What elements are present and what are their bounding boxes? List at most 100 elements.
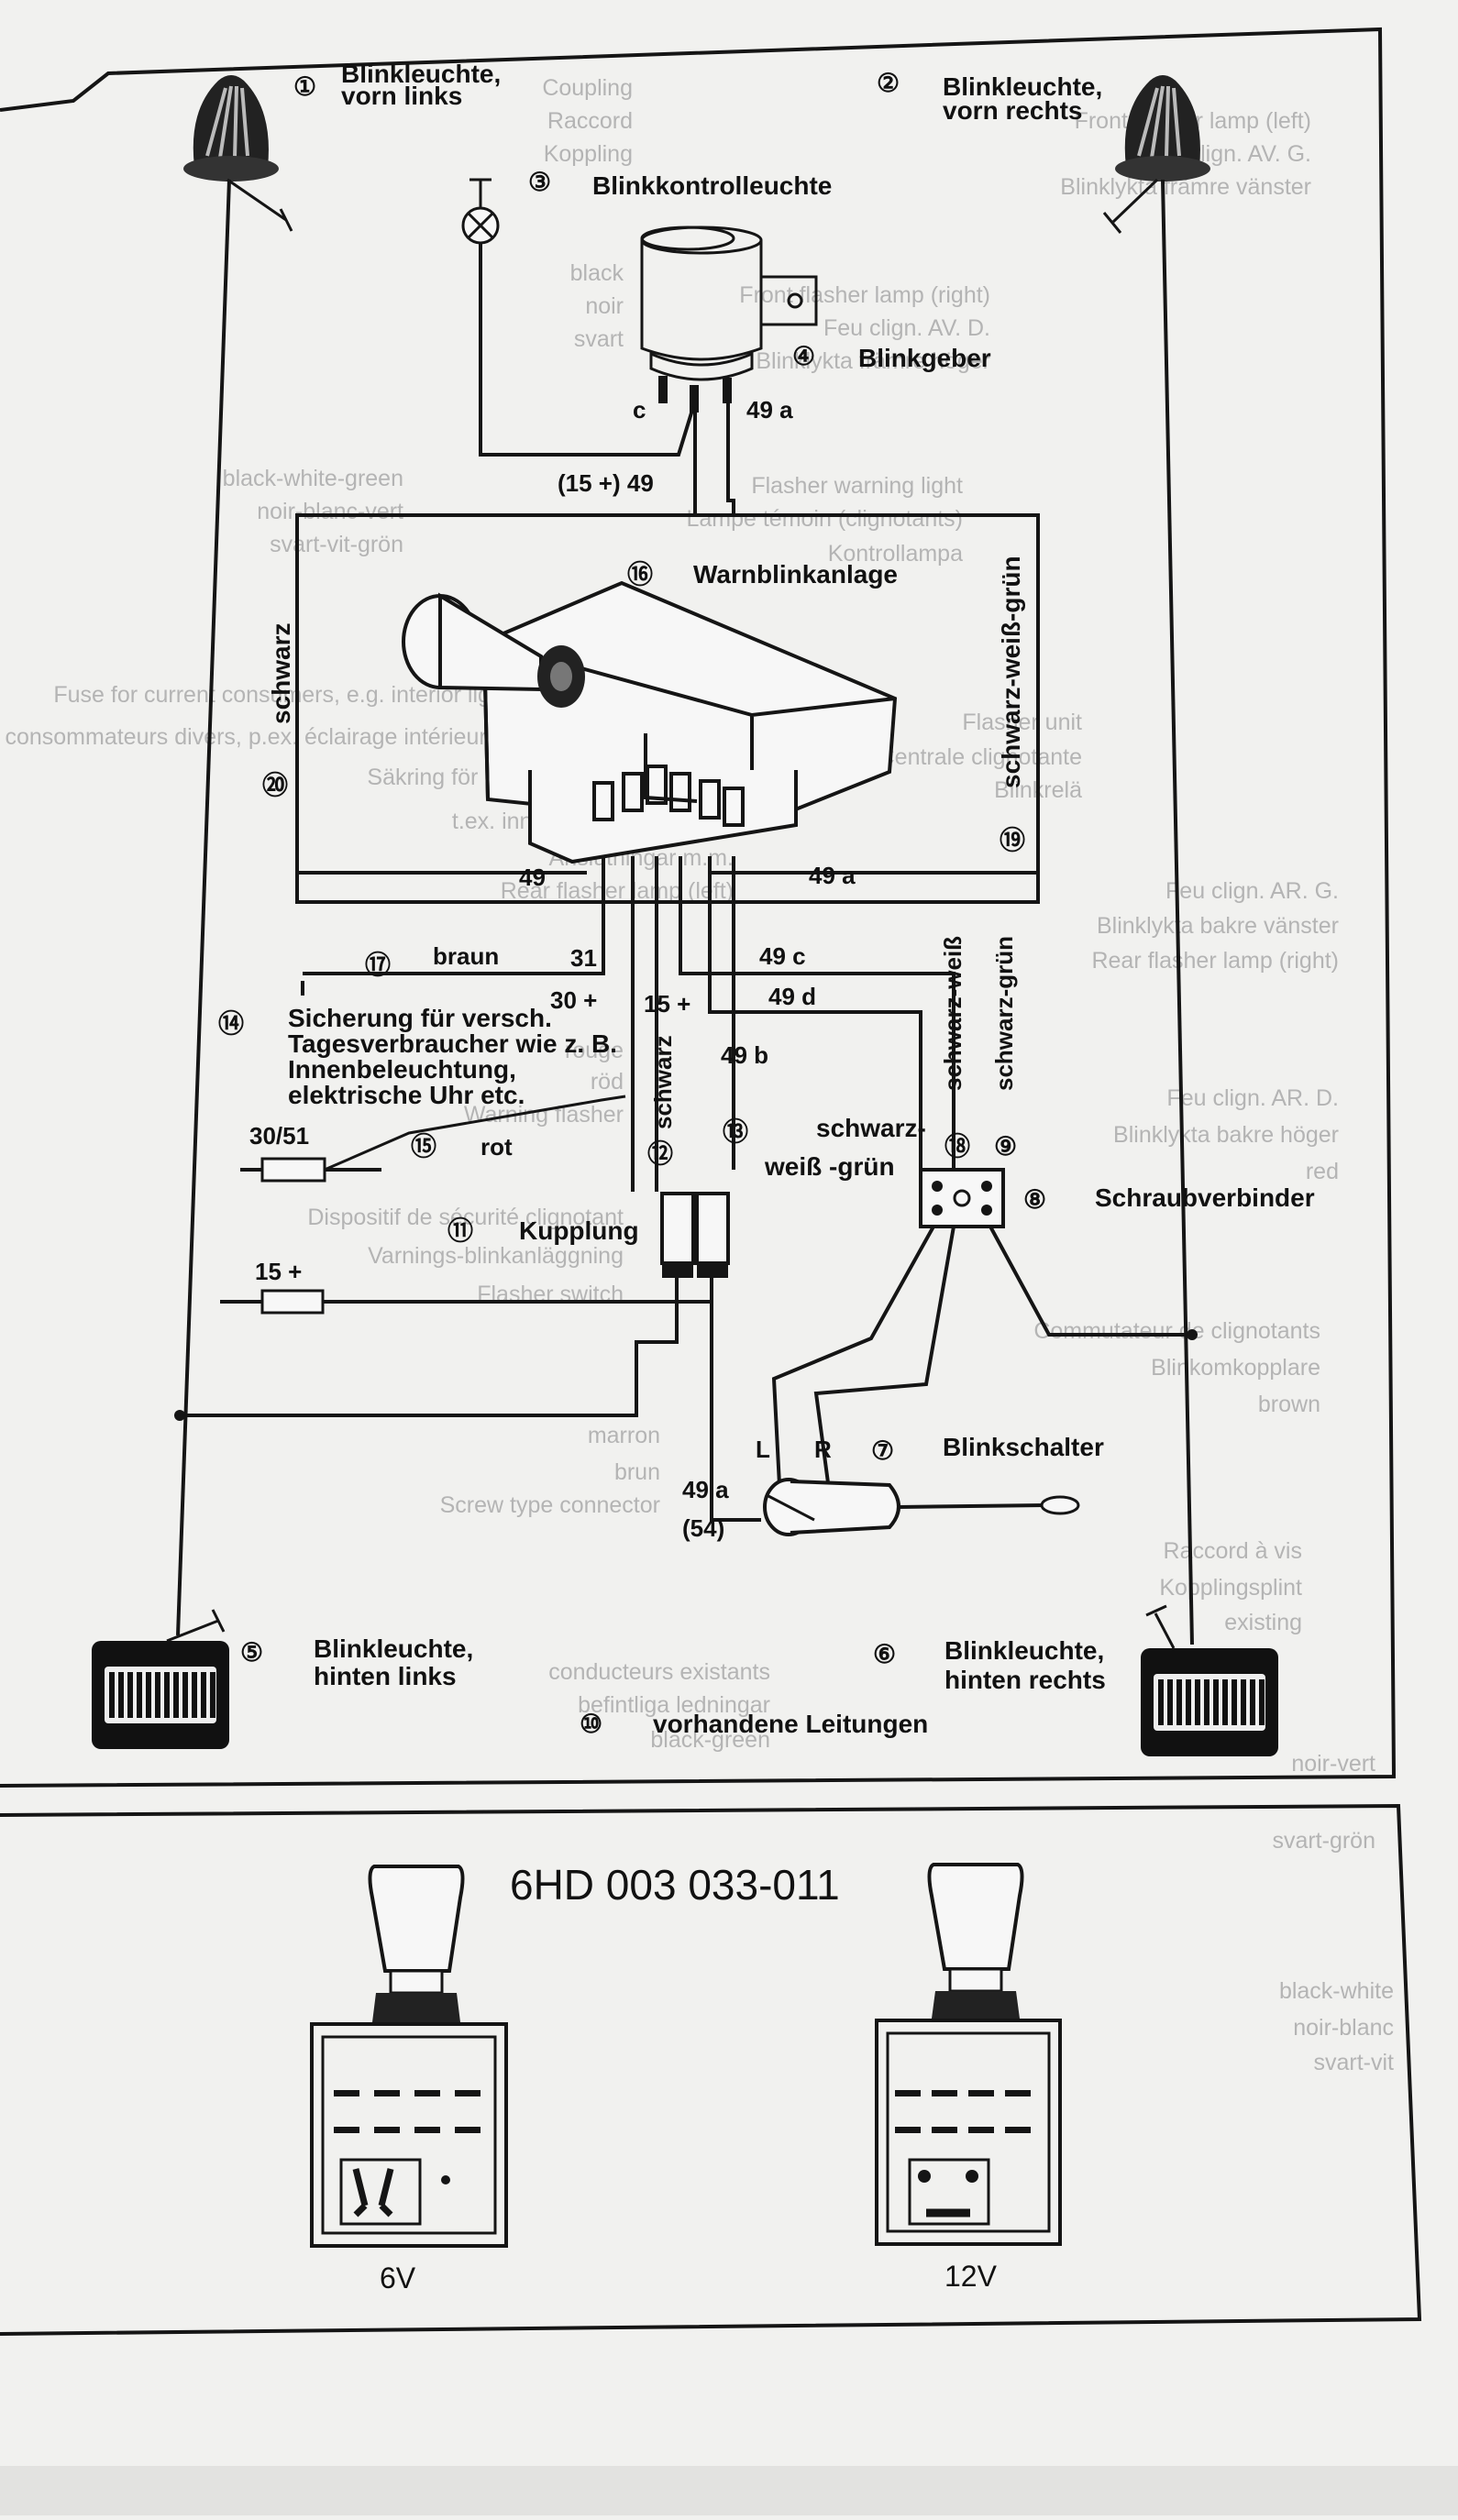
terminal-49b: 49 b	[721, 1041, 768, 1069]
terminal-L: L	[756, 1436, 770, 1463]
terminal-54: (54)	[682, 1514, 724, 1542]
num-15: ⑮	[411, 1131, 436, 1161]
num-4: ④	[792, 342, 815, 370]
main-frame	[0, 27, 1397, 1788]
terminal-49c: 49 c	[759, 942, 806, 970]
label-flasher-unit: Blinkgeber	[858, 344, 991, 372]
show-through-text-line: Commutateur de clignotants	[1033, 1318, 1320, 1344]
show-through-text-line: Lampe témoin (clignotants)	[686, 506, 963, 532]
wire-label-sw-gr: schwarz-grün	[990, 936, 1018, 1091]
label-front-right-2: vorn rechts	[943, 96, 1083, 125]
show-through-text-line: Flasher warning light	[751, 473, 963, 499]
num-14: ⑭	[218, 1008, 244, 1038]
terminal-49-box: 49	[519, 864, 546, 891]
rear-right-lamp-icon	[1141, 1604, 1278, 1756]
terminal-15plus: 15 +	[255, 1258, 302, 1285]
wire-label-schwarz-box: schwarz	[267, 623, 295, 725]
terminal-c: c	[633, 396, 646, 424]
num-18: ⑱	[944, 1131, 970, 1161]
lower-frame	[0, 1803, 1422, 2336]
flasher-unit-icon	[640, 226, 818, 413]
label-existing-wires: vorhandene Leitungen	[653, 1710, 928, 1738]
label-fuse-3: Innenbeleuchtung,	[288, 1055, 516, 1084]
terminal-49d: 49 d	[768, 983, 816, 1010]
show-through-text-line: brown	[1258, 1392, 1320, 1417]
wire-label-sw-ws-gr-a: schwarz-	[816, 1114, 926, 1142]
warning-control-lamp-icon	[461, 178, 500, 245]
show-through-text-line: Blinkomkopplare	[1151, 1355, 1320, 1381]
terminal-15: 15 +	[644, 990, 690, 1018]
num-3: ③	[528, 168, 551, 196]
label-front-right-1: Blinkleuchte,	[943, 72, 1102, 101]
show-through-text-line: black	[570, 260, 624, 286]
show-through-text-line: noir-vert	[1291, 1751, 1375, 1777]
show-through-text-line: Dispositif de sécurité clignotant	[307, 1205, 624, 1230]
show-through-text-line: Blinklykta bakre höger	[1113, 1122, 1339, 1148]
num-19: ⑲	[1000, 825, 1025, 854]
show-through-text-line: Raccord	[547, 108, 633, 134]
front-left-lamp-icon	[183, 75, 293, 232]
show-through-text-line: noir	[585, 293, 624, 319]
num-9: ⑨	[994, 1132, 1017, 1161]
num-20: ⑳	[262, 770, 288, 799]
num-5: ⑤	[240, 1638, 263, 1667]
part-number: 6HD 003 033-011	[510, 1861, 840, 1909]
terminal-49a-top: 49 a	[746, 396, 793, 424]
wire-label-sw-ws-gr-b: weiß -grün	[764, 1152, 895, 1181]
front-right-lamp-icon	[1102, 75, 1210, 234]
show-through-text-line: Rear flasher lamp (right)	[1091, 948, 1339, 974]
num-1: ①	[293, 72, 316, 101]
show-through-text-line: Feu clign. AV. D.	[823, 315, 990, 341]
terminal-30-51: 30/51	[249, 1122, 309, 1150]
wire-right-main	[1161, 179, 1194, 1645]
wire-label-sw-ws-gr-box: schwarz-weiß-grün	[997, 556, 1025, 788]
show-through-text-line: Kontrollampa	[828, 541, 963, 567]
label-warning-flasher: Warnblinkanlage	[693, 560, 898, 589]
show-through-text-line: Front flasher lamp (right)	[739, 282, 990, 308]
show-through-text-line: brun	[614, 1459, 660, 1485]
terminal-15-49: (15 +) 49	[558, 469, 654, 497]
show-through-text-line: rouge	[565, 1038, 624, 1063]
warning-flasher-switch-icon	[402, 580, 898, 864]
show-through-text-line: Feu clign. AR. G.	[1165, 878, 1339, 904]
wire-control-lamp	[479, 244, 695, 457]
part-6v-icon	[310, 1865, 508, 2248]
wire-left-main	[176, 179, 231, 1636]
warning-flasher-box	[295, 513, 1040, 904]
show-through-text-line: Warning flasher	[464, 1102, 624, 1128]
label-fuse-1: Sicherung für versch.	[288, 1004, 552, 1032]
wire-label-braun: braun	[433, 942, 499, 970]
variant-12v-label: 12V	[944, 2260, 998, 2293]
show-through-text-line: black-green	[650, 1727, 770, 1753]
show-through-text-line: svart-grön	[1272, 1828, 1375, 1854]
label-fuse-4: elektrische Uhr etc.	[288, 1081, 525, 1109]
label-front-left-2: vorn links	[341, 82, 462, 110]
show-through-text-line: marron	[588, 1423, 660, 1448]
show-through-text-line: Varnings-blinkanläggning	[368, 1243, 624, 1269]
show-through-text-line: red	[1306, 1159, 1339, 1184]
label-rear-right-1: Blinkleuchte,	[944, 1636, 1104, 1665]
show-through-text-line: Kopplingsplint	[1159, 1575, 1302, 1601]
terminal-31: 31	[570, 944, 597, 972]
show-through-text-line: svart-vit	[1314, 2050, 1395, 2075]
num-16: ⑯	[627, 559, 653, 589]
label-flasher-switch: Blinkschalter	[943, 1433, 1104, 1461]
show-through-text-line: befintliga ledningar	[578, 1692, 770, 1718]
show-through-text-line: svart	[574, 326, 624, 352]
num-11: ⑪	[447, 1216, 473, 1245]
num-13: ⑬	[723, 1117, 748, 1146]
show-through-text-line: Centrale clignotante	[878, 744, 1082, 770]
num-10: ⑩	[580, 1710, 602, 1738]
show-through-text-line: Blinklykta främre höger	[756, 348, 990, 374]
label-coupling: Kupplung	[519, 1216, 639, 1245]
num-17: ⑰	[365, 950, 391, 979]
label-rear-right-2: hinten rechts	[944, 1666, 1106, 1694]
num-2: ②	[877, 69, 900, 97]
terminal-49a-switch: 49 a	[682, 1476, 729, 1503]
show-through-text-line: noir-blanc	[1293, 2015, 1394, 2041]
wires	[176, 179, 1194, 1645]
num-6: ⑥	[873, 1640, 896, 1668]
show-through-text-line: Coupling	[542, 75, 633, 101]
